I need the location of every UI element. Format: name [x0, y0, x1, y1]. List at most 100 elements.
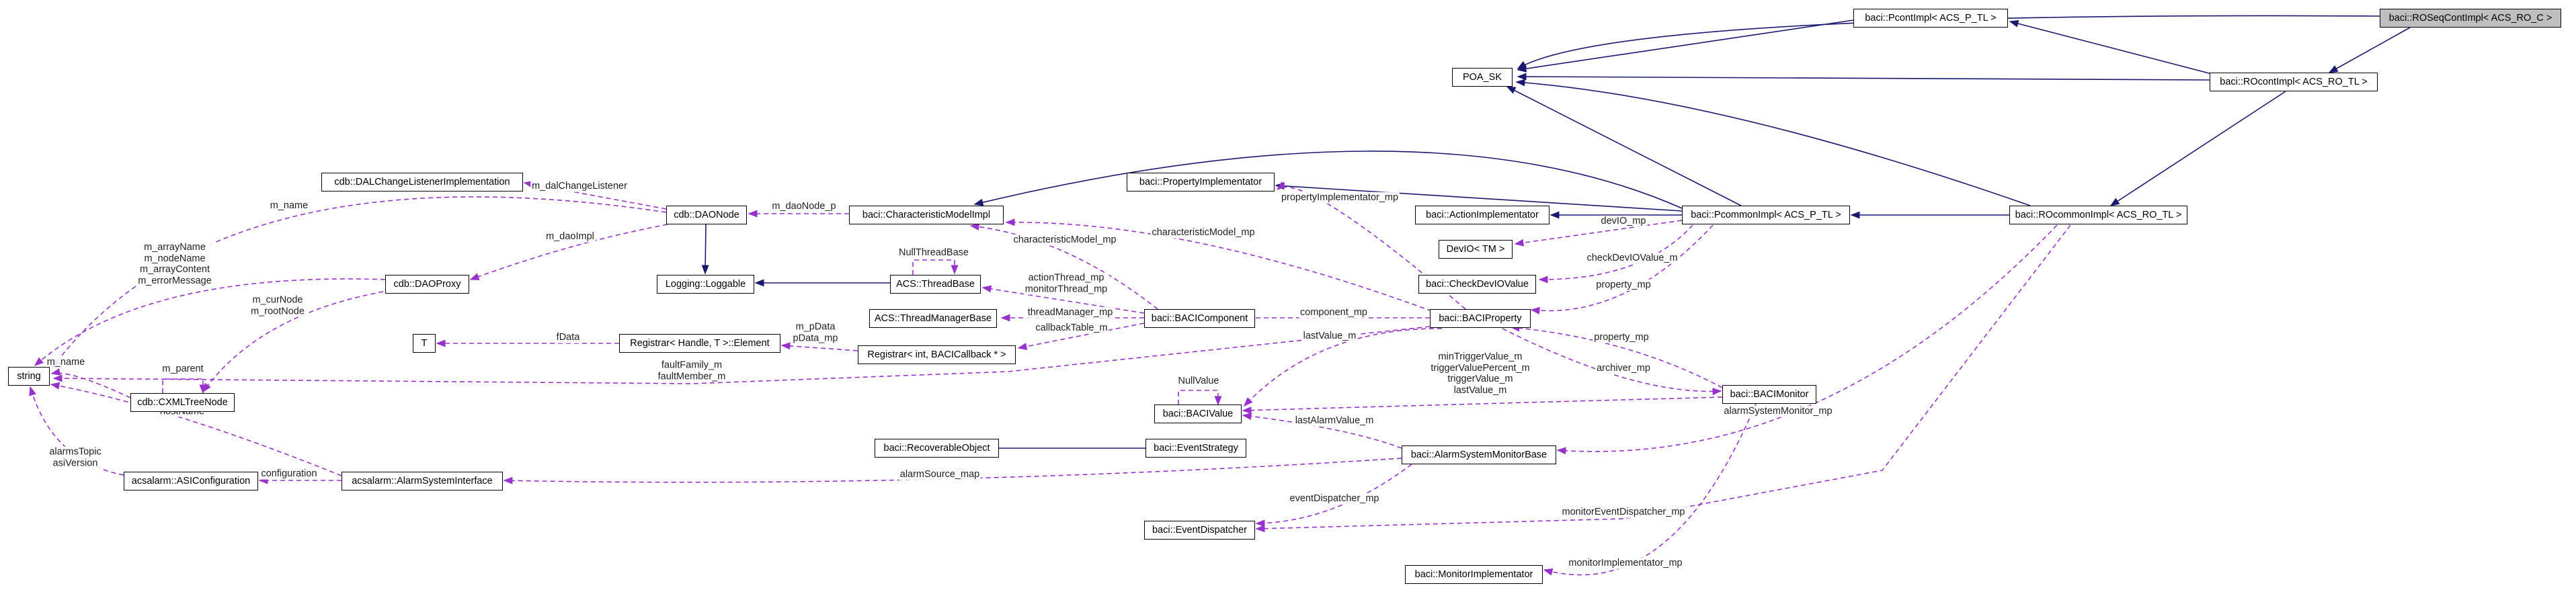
edge-bacimonitor-monitorimplementator: [1543, 403, 1757, 576]
class-node-daonode[interactable]: cdb::DAONode: [666, 206, 747, 224]
edge-label-last-value-m: lastValue_m: [1301, 330, 1358, 342]
edge-label-line: lastValue_m: [1453, 384, 1507, 396]
edge-baciproperty-string: [52, 326, 1431, 384]
edge-label-line: m_rootNode: [251, 306, 305, 316]
edge-label-line: configuration: [261, 468, 317, 479]
class-node-rocommonimpl[interactable]: baci::ROcommonImpl< ACS_RO_TL >: [2009, 206, 2187, 224]
class-node-pcontimpl[interactable]: baci::PcontImpl< ACS_P_TL >: [1853, 9, 2008, 28]
class-node-poa-sk[interactable]: POA_SK: [1452, 68, 1513, 87]
edge-label-line: checkDevIOValue_m: [1586, 252, 1678, 263]
class-node-string[interactable]: string: [8, 367, 50, 386]
class-node-baciproperty[interactable]: baci::BACIProperty: [1430, 309, 1531, 328]
edge-label-line: archiver_mp: [1597, 362, 1650, 374]
edge-label-configuration: configuration: [259, 468, 319, 480]
edge-label-line: monitorThread_mp: [1024, 284, 1108, 294]
edge-cxmltreenode-string: [50, 368, 131, 398]
edge-label-m-daoimpl: m_daoImpl: [545, 230, 596, 243]
edge-label-fdata: fData: [555, 331, 581, 343]
class-node-pcommonimpl[interactable]: baci::PcommonImpl< ACS_P_TL >: [1682, 206, 1850, 224]
edge-label-m-name-daonode: m_name: [268, 200, 310, 212]
class-node-registrar-bacicallback[interactable]: Registrar< int, BACICallback * >: [858, 345, 1016, 364]
edge-label-line: m_name: [270, 200, 309, 211]
edge-label-check-devio-value-m: checkDevIOValue_m: [1585, 252, 1679, 264]
edge-label-characteristic-model-mp-1: characteristicModel_mp: [1012, 234, 1118, 246]
edge-label-m-dal-change-listener: m_dalChangeListener: [530, 180, 629, 192]
class-node-bacimonitor[interactable]: baci::BACIMonitor: [1722, 385, 1816, 404]
class-node-threadbase[interactable]: ACS::ThreadBase: [890, 275, 981, 294]
edge-label-line: m_pData: [795, 321, 836, 333]
class-node-asiconfiguration[interactable]: acsalarm::ASIConfiguration: [124, 472, 258, 491]
class-node-eventstrategy[interactable]: baci::EventStrategy: [1145, 439, 1246, 458]
class-node-daoproxy[interactable]: cdb::DAOProxy: [385, 275, 469, 294]
class-node-cxmltreenode[interactable]: cdb::CXMLTreeNode: [130, 393, 235, 412]
edge-label-line: m_daoNode_p: [772, 200, 836, 212]
edge-label-line: NullValue: [1178, 375, 1219, 386]
edge-label-line: m_curNode: [252, 294, 303, 306]
edge-label-line: m_daoImpl: [546, 230, 594, 242]
edge-alarmsysteminterface-string: [50, 382, 342, 476]
edge-pcommonimpl-characteristicmodelimpl: [973, 151, 1683, 209]
edge-label-alarm-system-monitor-mp: alarmSystemMonitor_mp: [1722, 405, 1834, 417]
edge-label-line: m_nodeName: [144, 253, 206, 264]
edge-rocommonimpl-eventdispatcher: [1255, 224, 2071, 533]
edge-alarmsystemmonitorbase-eventdispatcher: [1255, 464, 1412, 527]
edge-pcommonimpl-devio: [1514, 220, 1683, 247]
edge-bacivalue-bacivalue: [1178, 390, 1222, 406]
edge-daoproxy-string: [34, 278, 386, 366]
edge-label-property-mp-upper: property_mp: [1595, 279, 1652, 291]
edge-label-line: m_arrayName: [144, 242, 206, 253]
class-node-roseqcontimpl[interactable]: baci::ROSeqContImpl< ACS_RO_C >: [2380, 9, 2561, 28]
class-node-recoverableobject[interactable]: baci::RecoverableObject: [875, 439, 999, 458]
edge-label-line: characteristicModel_mp: [1152, 226, 1255, 238]
edge-label-line: component_mp: [1300, 306, 1367, 318]
edge-label-line: m_name: [46, 356, 85, 368]
class-node-alarmsysteminterface[interactable]: acsalarm::AlarmSystemInterface: [341, 472, 503, 491]
edge-label-line: minTriggerValue_m: [1438, 351, 1523, 362]
class-node-propertyimplementator[interactable]: baci::PropertyImplementator: [1127, 173, 1275, 191]
class-node-actionimplementator[interactable]: baci::ActionImplementator: [1415, 206, 1549, 224]
edge-label-line: triggerValue_m: [1447, 374, 1513, 384]
edge-alarmsystemmonitorbase-bacivalue: [1242, 413, 1402, 449]
edge-label-line: m_errorMessage: [138, 275, 212, 286]
class-node-rocontimpl[interactable]: baci::ROcontImpl< ACS_RO_TL >: [2210, 73, 2378, 91]
class-node-threadmanagerbase[interactable]: ACS::ThreadManagerBase: [869, 309, 997, 328]
class-node-monitorimplementator[interactable]: baci::MonitorImplementator: [1405, 565, 1543, 584]
edge-label-line: property_mp: [1596, 279, 1651, 290]
edge-threadbase-threadbase: [912, 259, 959, 275]
class-node-loggable[interactable]: Logging::Loggable: [657, 275, 754, 294]
edge-label-line: callbackTable_m: [1035, 322, 1108, 333]
edge-label-line: alarmSystemMonitor_mp: [1724, 405, 1833, 417]
class-node-dalchangelistenerimplementation[interactable]: cdb::DALChangeListenerImplementation: [321, 173, 523, 191]
class-node-characteristicmodelimpl[interactable]: baci::CharacteristicModelImpl: [849, 206, 1004, 224]
edge-label-line: threadManager_mp: [1027, 306, 1113, 318]
class-node-eventdispatcher[interactable]: baci::EventDispatcher: [1144, 521, 1255, 540]
edge-label-line: alarmsTopic: [49, 446, 102, 458]
edge-label-m-name-cxml: m_name: [45, 356, 87, 368]
edge-label-callback-table-m: callbackTable_m: [1034, 322, 1109, 334]
edge-label-line: asiVersion: [52, 458, 98, 468]
edge-bacimonitor-baciproperty: [1510, 324, 1723, 388]
edge-label-line: fData: [556, 331, 580, 343]
edge-label-line: lastValue_m: [1303, 330, 1357, 341]
edge-label-line: actionThread_mp: [1028, 272, 1104, 284]
class-node-registrar-element[interactable]: Registrar< Handle, T >::Element: [619, 334, 780, 353]
class-node-t[interactable]: T: [413, 334, 436, 353]
edge-label-last-alarm-value-m: lastAlarmValue_m: [1293, 415, 1375, 427]
edge-label-property-implementator-mp: propertyImplementator_mp: [1279, 191, 1400, 204]
edge-label-line: propertyImplementator_mp: [1281, 191, 1399, 203]
edge-label-monitor-implementator-mp: monitorImplementator_mp: [1567, 557, 1684, 569]
class-node-bacivalue[interactable]: baci::BACIValue: [1154, 405, 1242, 423]
class-node-alarmsystemmonitorbase[interactable]: baci::AlarmSystemMonitorBase: [1402, 445, 1556, 464]
edge-daonode-daoproxy: [469, 224, 668, 280]
edge-label-line: pData_mp: [793, 333, 838, 343]
class-node-bacicomponent[interactable]: baci::BACIComponent: [1144, 309, 1255, 328]
edge-label-component-mp: component_mp: [1299, 306, 1369, 318]
edge-daoproxy-cxmltreenode: [202, 290, 392, 393]
edge-daonode-loggable: [701, 224, 709, 275]
class-node-checkdeviovalue[interactable]: baci::CheckDevIOValue: [1418, 275, 1536, 294]
class-node-devio[interactable]: DevIO< TM >: [1439, 240, 1513, 259]
